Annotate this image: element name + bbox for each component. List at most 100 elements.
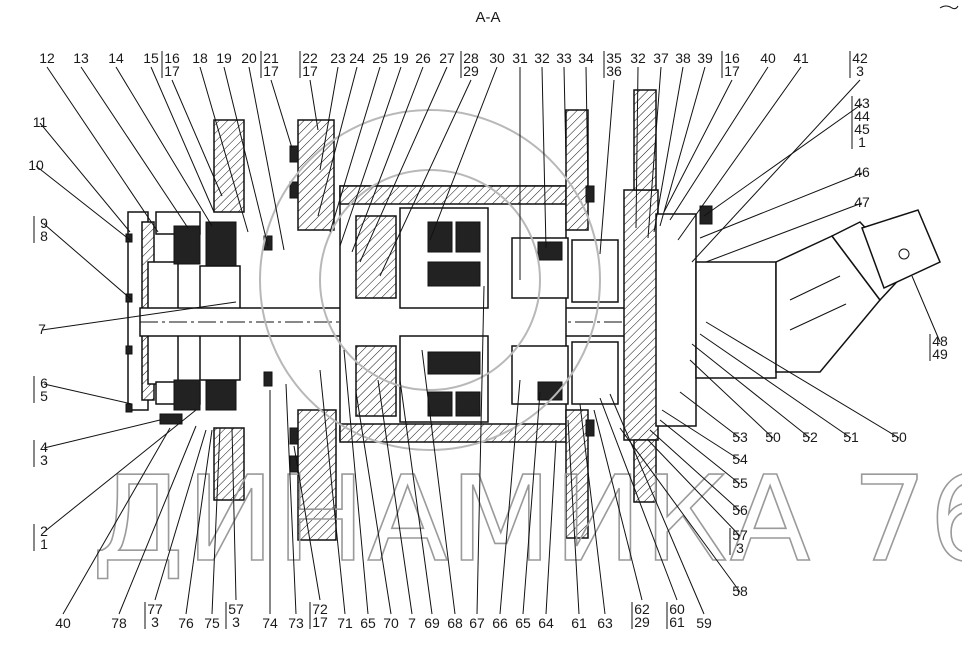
- leader-line: [270, 79, 293, 149]
- callout-t25: 25: [372, 50, 388, 66]
- callout-number: 41: [793, 50, 809, 66]
- callout-r55: 55: [732, 475, 748, 491]
- leader-line: [679, 391, 741, 439]
- section-title: А-А: [475, 9, 500, 26]
- callout-number: 2: [40, 523, 48, 539]
- leader-line: [579, 403, 606, 615]
- callout-number: 17: [263, 63, 279, 79]
- callout-t32a: 32: [534, 50, 550, 66]
- leader-line: [705, 202, 863, 263]
- leader-line: [377, 379, 413, 615]
- leader-line: [705, 321, 900, 439]
- leader-line: [150, 66, 215, 213]
- callout-number: 63: [597, 615, 613, 631]
- callout-number: 50: [891, 429, 907, 445]
- leader-line: [43, 383, 133, 405]
- leader-line: [39, 122, 131, 233]
- callout-number: 12: [39, 50, 55, 66]
- callout-number: 22: [302, 50, 318, 66]
- leader-line: [293, 445, 321, 601]
- callout-t31: 31: [512, 50, 528, 66]
- callout-number: 39: [697, 50, 713, 66]
- leader-line: [647, 66, 662, 239]
- leader-line: [319, 66, 339, 171]
- leader-line: [663, 79, 733, 213]
- leader-line: [599, 79, 615, 255]
- leader-line: [689, 359, 774, 439]
- callout-number: 76: [178, 615, 194, 631]
- leader-line: [185, 429, 213, 615]
- leader-line: [355, 391, 392, 615]
- callout-number: 36: [606, 63, 622, 79]
- callout-number: 46: [854, 164, 870, 180]
- callout-r57_3: 573: [729, 527, 748, 556]
- callout-number: 59: [696, 615, 712, 631]
- callout-number: 43: [854, 95, 870, 111]
- callout-b57_3: 573: [225, 601, 244, 630]
- callout-b76: 76: [178, 615, 194, 631]
- leader-line: [522, 391, 541, 615]
- callout-t38: 38: [675, 50, 691, 66]
- callout-t27: 27: [439, 50, 455, 66]
- callout-number: 64: [538, 615, 554, 631]
- callout-number: 24: [349, 50, 365, 66]
- callout-b77_3: 773: [144, 601, 163, 630]
- callout-b65b: 65: [515, 615, 531, 631]
- leader-line: [593, 409, 643, 601]
- callout-number: 17: [312, 614, 328, 630]
- leader-line: [154, 429, 207, 601]
- callout-b70: 70: [383, 615, 399, 631]
- leader-line: [599, 397, 678, 601]
- leader-line: [699, 333, 852, 439]
- callout-l10: 10: [28, 157, 44, 173]
- leader-line: [231, 427, 237, 601]
- callout-number: 17: [724, 63, 740, 79]
- callout-number: 77: [147, 601, 163, 617]
- callout-t41: 41: [793, 50, 809, 66]
- callout-number: 40: [55, 615, 71, 631]
- leader-line: [659, 66, 706, 227]
- callout-r56: 56: [732, 502, 748, 518]
- callout-number: 3: [736, 540, 744, 556]
- callout-number: 58: [732, 583, 748, 599]
- callout-number: 9: [40, 215, 48, 231]
- callout-t20: 20: [241, 50, 257, 66]
- callout-number: 70: [383, 615, 399, 631]
- leader-line: [649, 429, 741, 512]
- leader-line: [541, 66, 547, 249]
- callout-t34: 34: [578, 50, 594, 66]
- leader-line: [677, 66, 802, 241]
- callout-b64: 64: [538, 615, 554, 631]
- leader-line: [285, 383, 297, 615]
- callout-number: 69: [424, 615, 440, 631]
- leader-line: [567, 419, 580, 615]
- callout-number: 53: [732, 429, 748, 445]
- callout-number: 27: [439, 50, 455, 66]
- callout-number: 72: [312, 601, 328, 617]
- leader-line: [635, 66, 639, 229]
- brake-disc-pack: [173, 221, 241, 411]
- callout-l9_8: 98: [33, 215, 48, 244]
- leader-line: [35, 165, 131, 241]
- callout-number: 30: [489, 50, 505, 66]
- callout-b69: 69: [424, 615, 440, 631]
- callout-number: 1: [40, 536, 48, 552]
- callout-l7: 7: [38, 321, 46, 337]
- callout-number: 20: [241, 50, 257, 66]
- leader-line: [248, 66, 285, 251]
- callout-t40: 40: [760, 50, 776, 66]
- leader-line: [351, 66, 424, 253]
- leader-line: [911, 275, 941, 343]
- callout-number: 48: [932, 333, 948, 349]
- leader-line: [43, 419, 161, 449]
- leader-line: [661, 409, 741, 461]
- callout-b65a: 65: [360, 615, 376, 631]
- callout-number: 71: [337, 615, 353, 631]
- leader-line: [659, 419, 741, 485]
- callout-number: 14: [108, 50, 124, 66]
